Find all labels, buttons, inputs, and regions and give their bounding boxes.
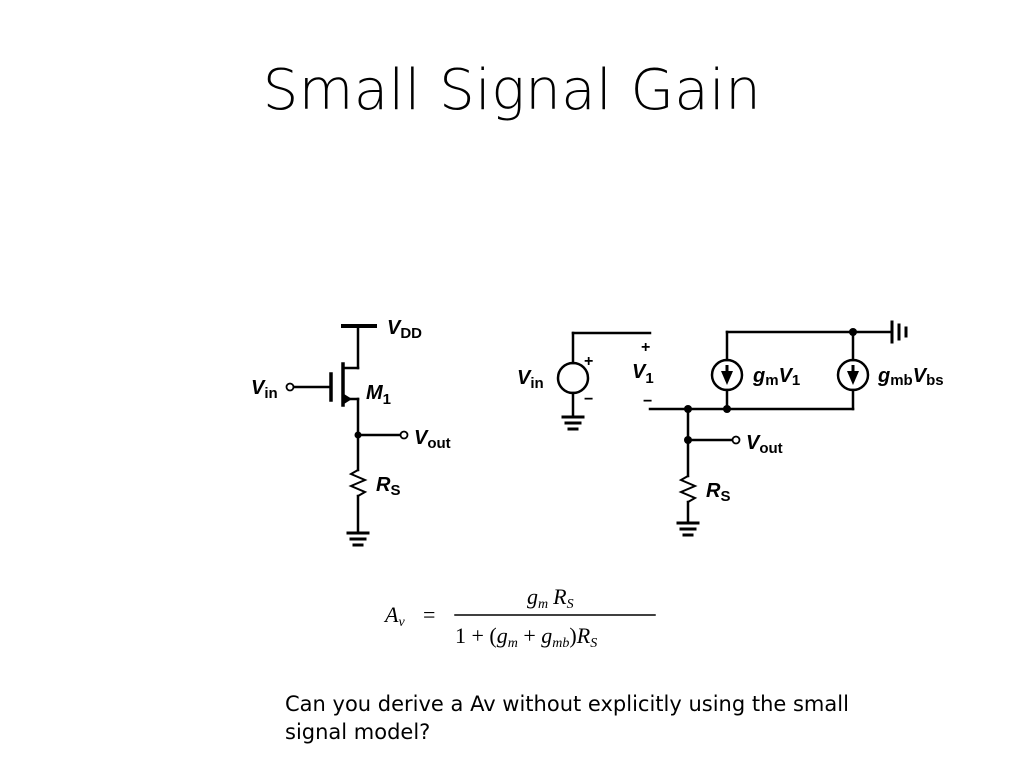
- rs-resistor-right: [678, 474, 698, 504]
- vout-terminal-left: [399, 430, 409, 440]
- rs-label-left: RS: [376, 474, 400, 499]
- vin-plus-sign: +: [584, 353, 593, 370]
- vout-label-right: Vout: [746, 432, 783, 457]
- rs-label-right: RS: [706, 480, 730, 505]
- gmb-current-arrow-icon: [847, 371, 859, 385]
- vin-label-left: Vin: [251, 377, 278, 402]
- right-small-signal-circuit: [556, 320, 908, 537]
- v1-minus-sign: −: [643, 393, 652, 410]
- gmb-current-arrow-shaft: [851, 365, 855, 373]
- rs-resistor: [348, 468, 368, 498]
- question-text: Can you derive a Av without explicitly u…: [285, 692, 849, 744]
- formula-lhs: Av: [383, 602, 405, 630]
- vdd-label: VDD: [387, 317, 422, 342]
- vout-junction-dot: [354, 431, 362, 439]
- page-title: Small Signal Gain: [262, 58, 762, 123]
- source-node-dot: [684, 405, 692, 413]
- gm-node-dot: [723, 405, 731, 413]
- gm-current-arrow-icon: [721, 371, 733, 385]
- vin-terminal-left: [285, 382, 295, 392]
- formula-equals: =: [423, 602, 435, 627]
- vin-label-right: Vin: [517, 367, 544, 392]
- top-rail-junction-dot: [849, 328, 857, 336]
- vout-node-dot-right: [684, 436, 692, 444]
- vout-label-left: Vout: [414, 427, 451, 452]
- gm-current-arrow-shaft: [725, 365, 729, 373]
- gmb-vbs-label: gmbVbs: [877, 365, 944, 389]
- m1-label: M1: [366, 382, 391, 408]
- vin-minus-sign: −: [584, 391, 593, 408]
- v1-label: V1: [632, 361, 654, 387]
- gm-v1-label: gmV1: [752, 365, 800, 389]
- vout-terminal-right: [731, 435, 741, 445]
- left-source-follower-circuit: [291, 324, 403, 547]
- source-arrow-icon: [344, 394, 352, 404]
- formula-denominator: 1 + (gm + gmb)RS: [455, 623, 597, 651]
- v1-plus-sign: +: [641, 339, 650, 356]
